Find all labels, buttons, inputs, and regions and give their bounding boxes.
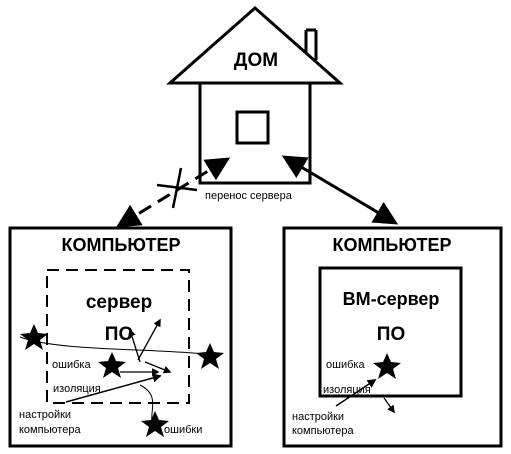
- error-star-vm: [373, 353, 401, 379]
- right-isolation-label: изоляция: [323, 384, 371, 396]
- arrow-to-right-computer: [281, 155, 399, 225]
- error-star-left-inner: [98, 352, 126, 378]
- right-server-label: ВМ-сервер: [343, 289, 440, 309]
- error-star-left-bottom: [141, 411, 169, 437]
- arrow-label: перенос сервера: [205, 190, 293, 202]
- left-settings-label-1: настройки: [19, 409, 71, 421]
- deflect-arrow-1: [137, 318, 161, 361]
- right-error-label: ошибка: [326, 359, 365, 371]
- left-computer: КОМПЬЮТЕР сервер ПО ошибка изоляция наст…: [8, 226, 233, 448]
- left-server-label: сервер: [86, 292, 152, 313]
- left-isolation-label: изоляция: [53, 383, 101, 395]
- settings-arrow-left: [65, 373, 162, 403]
- cross-mark-2: [171, 167, 183, 209]
- right-software-label: ПО: [377, 324, 405, 345]
- error-trajectory-curve: [19, 336, 214, 356]
- settings-arrow-right: [335, 379, 377, 407]
- right-computer-title: КОМПЬЮТЕР: [333, 235, 452, 255]
- left-settings-label-2: компьютера: [19, 424, 81, 436]
- right-settings-label-2: компьютера: [292, 425, 354, 437]
- blocked-arrow-right: [383, 397, 395, 414]
- left-computer-title: КОМПЬЮТЕР: [62, 235, 181, 255]
- house-window: [235, 110, 270, 145]
- house: ДОМ: [166, 5, 344, 185]
- left-error-label: ошибка: [52, 359, 91, 371]
- error-star-left-right: [196, 343, 224, 369]
- deflect-arrow-2: [144, 361, 172, 374]
- left-errors-label: ошибки: [164, 424, 202, 436]
- migration-arrows: перенос сервера: [115, 155, 399, 228]
- house-title: ДОМ: [234, 50, 278, 71]
- left-software-label: ПО: [105, 324, 133, 345]
- error-trajectory-curve-lower: [139, 384, 154, 423]
- right-computer: КОМПЬЮТЕР ВМ-сервер ПО ошибка изоляция н…: [282, 226, 503, 448]
- error-star-left-outer: [20, 324, 48, 350]
- isolation-boundary-dashed: [46, 269, 190, 404]
- deflect-arrow-3: [128, 328, 141, 363]
- right-settings-label-1: настройки: [292, 411, 344, 423]
